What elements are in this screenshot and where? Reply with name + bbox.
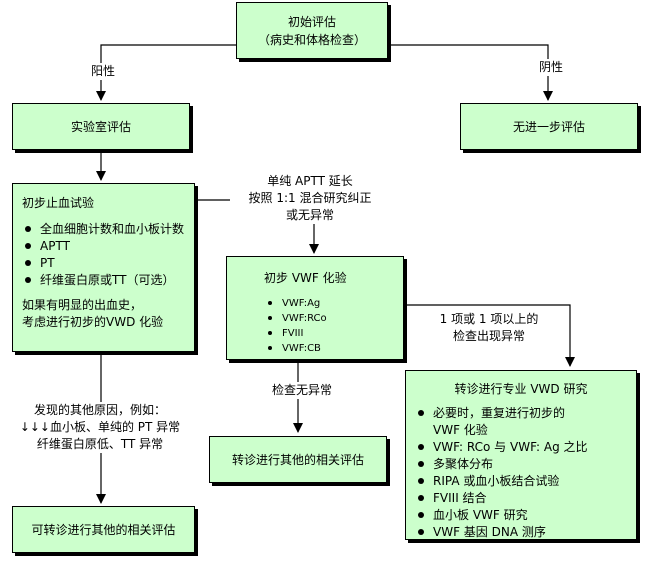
list-item: 全血细胞计数和血小板计数 — [22, 221, 194, 238]
node-initial-line2: （病史和体格检查） — [257, 32, 366, 47]
node-hemostasis-list: 全血细胞计数和血小板计数 APTT PT 纤维蛋白原或TT（可选） — [22, 221, 194, 289]
node-hemostasis-note: 如果有明显的出血史， 考虑进行初步的VWD 化验 — [22, 297, 194, 331]
node-no-further-label: 无进一步评估 — [512, 120, 585, 134]
edge-label-aptt-line1: 单纯 APTT 延长 — [267, 174, 353, 188]
edge-label-aptt-line3: 或无异常 — [285, 208, 334, 222]
edge-label-one-or-more-line1: 1 项或 1 项以上的 — [439, 312, 539, 326]
edge-label-other-causes: 发现的其他原因，例如： ↓↓↓血小板、单纯的 PT 异常 纤维蛋白原低、TT 异… — [8, 402, 192, 453]
list-item: VWF:Ag — [264, 296, 403, 311]
edge-label-other-causes-line3: 纤维蛋白原低、TT 异常 — [36, 437, 164, 451]
edge-initial-to-lab — [96, 44, 237, 101]
node-initial-line1: 初始评估 — [287, 14, 336, 29]
node-refer-other-evaluation: 转诊进行其他的相关评估 — [209, 436, 387, 483]
list-item: FVIII — [264, 326, 403, 341]
list-item: FVIII 结合 — [415, 490, 636, 507]
node-can-refer-other-evaluation: 可转诊进行其他的相关评估 — [12, 506, 195, 553]
edge-label-no-abnormal: 检查无异常 — [262, 382, 342, 399]
node-vwd-title: 转诊进行专业 VWD 研究 — [454, 382, 588, 396]
node-can-refer-other-label: 可转诊进行其他的相关评估 — [31, 523, 176, 537]
list-item: 纤维蛋白原或TT（可选） — [22, 272, 194, 289]
edge-label-other-causes-line2: ↓↓↓血小板、单纯的 PT 异常 — [19, 420, 181, 434]
list-item: 多聚体分布 — [415, 456, 636, 473]
edge-label-other-causes-line1: 发现的其他原因，例如： — [33, 403, 166, 417]
node-initial-vwf-assay: 初步 VWF 化验 VWF:Ag VWF:RCo FVIII VWF:CB — [226, 256, 404, 360]
edge-vwf-to-special — [404, 304, 575, 367]
node-lab-label: 实验室评估 — [70, 120, 131, 134]
node-lab-evaluation: 实验室评估 — [12, 103, 190, 150]
list-item-text-continued: VWF 化验 — [433, 423, 488, 437]
edge-initial-to-no-further — [387, 44, 553, 101]
node-hemostasis-note-line2: 考虑进行初步的VWD 化验 — [22, 315, 164, 329]
list-item: 血小板 VWF 研究 — [415, 507, 636, 524]
list-item: 必要时，重复进行初步的 VWF 化验 — [415, 405, 636, 439]
list-item-text: 必要时，重复进行初步的 — [433, 406, 566, 420]
list-item: VWF:RCo — [264, 311, 403, 326]
node-refer-other-label: 转诊进行其他的相关评估 — [231, 453, 364, 467]
list-item: APTT — [22, 238, 194, 255]
list-item: PT — [22, 255, 194, 272]
node-hemostasis-title: 初步止血试验 — [22, 196, 95, 210]
node-vwf-list: VWF:Ag VWF:RCo FVIII VWF:CB — [264, 296, 403, 356]
list-item: VWF: RCo 与 VWF: Ag 之比 — [415, 439, 636, 456]
node-no-further-evaluation: 无进一步评估 — [460, 103, 638, 150]
edge-label-one-or-more: 1 项或 1 项以上的 检查出现异常 — [424, 311, 554, 345]
list-item: VWF 基因 DNA 测序 — [415, 524, 636, 541]
node-initial-evaluation: 初始评估 （病史和体格检查） — [236, 2, 388, 59]
node-vwf-title: 初步 VWF 化验 — [264, 271, 347, 285]
list-item: RIPA 或血小板结合试验 — [415, 473, 636, 490]
list-item: VWF:CB — [264, 341, 403, 356]
edge-label-aptt-line2: 按照 1:1 混合研究纠正 — [248, 191, 372, 205]
edge-label-aptt: 单纯 APTT 延长 按照 1:1 混合研究纠正 或无异常 — [230, 173, 390, 224]
edge-label-negative: 阴性 — [537, 59, 565, 76]
node-specialized-vwd-study: 转诊进行专业 VWD 研究 必要时，重复进行初步的 VWF 化验 VWF: RC… — [405, 370, 637, 540]
edge-label-positive: 阳性 — [89, 63, 117, 80]
node-initial-hemostasis-tests: 初步止血试验 全血细胞计数和血小板计数 APTT PT 纤维蛋白原或TT（可选）… — [12, 183, 195, 352]
edge-label-one-or-more-line2: 检查出现异常 — [452, 329, 525, 343]
node-vwd-list: 必要时，重复进行初步的 VWF 化验 VWF: RCo 与 VWF: Ag 之比… — [415, 405, 636, 541]
node-hemostasis-note-line1: 如果有明显的出血史， — [22, 298, 143, 312]
